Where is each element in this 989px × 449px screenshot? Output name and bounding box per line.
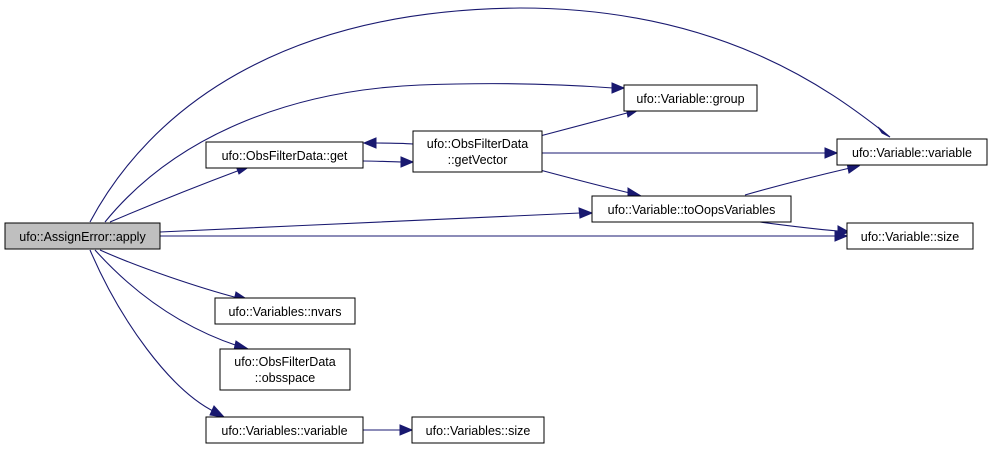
node-variable-group[interactable]: ufo::Variable::group xyxy=(623,84,758,112)
node-label: ufo::AssignError::apply xyxy=(19,230,146,244)
edge-getvector-to-get xyxy=(362,137,414,149)
edge-get-to-getvector xyxy=(362,156,415,168)
node-variable-tooopsvariables[interactable]: ufo::Variable::toOopsVariables xyxy=(591,195,792,223)
node-label: ufo::Variable::size xyxy=(861,230,959,244)
node-variables-nvars[interactable]: ufo::Variables::nvars xyxy=(214,297,356,325)
node-assignerror-apply[interactable]: ufo::AssignError::apply xyxy=(4,222,161,250)
node-label: ufo::Variable::variable xyxy=(852,146,972,160)
edge-getvector-to-to-oops-variables xyxy=(539,169,643,199)
node-label: ufo::Variables::nvars xyxy=(228,305,341,319)
node-label: ufo::Variable::toOopsVariables xyxy=(608,203,776,217)
edge-apply-to-variable-variable xyxy=(89,7,891,223)
node-variable-variable[interactable]: ufo::Variable::variable xyxy=(836,138,988,166)
node-label: ufo::Variables::variable xyxy=(221,424,347,438)
node-obsfilterdata-getvector[interactable]: ufo::ObsFilterData ::getVector xyxy=(412,130,543,173)
node-variable-size[interactable]: ufo::Variable::size xyxy=(846,222,974,250)
edge-apply-to-variable-group xyxy=(104,82,626,223)
edge-getvector-to-variable-variable xyxy=(542,147,839,159)
call-edges xyxy=(89,7,891,436)
function-nodes: ufo::AssignError::apply ufo::ObsFilterDa… xyxy=(4,84,988,444)
edge-apply-to-variables-variable xyxy=(89,249,226,418)
node-label: ufo::Variable::group xyxy=(636,92,744,106)
node-label-line-1: ufo::ObsFilterData xyxy=(234,355,335,369)
node-obsfilterdata-obsspace[interactable]: ufo::ObsFilterData ::obsspace xyxy=(219,348,351,391)
node-obsfilterdata-get[interactable]: ufo::ObsFilterData::get xyxy=(205,141,364,169)
node-label-line-2: ::getVector xyxy=(448,153,508,167)
node-variables-size[interactable]: ufo::Variables::size xyxy=(411,416,545,444)
node-label-line-2: ::obsspace xyxy=(255,371,316,385)
edge-apply-to-variables-nvars xyxy=(99,249,250,302)
edge-variables-variable-to-variables-size xyxy=(363,424,414,436)
node-label: ufo::Variables::size xyxy=(426,424,531,438)
edge-to-oops-to-variable-variable xyxy=(744,162,861,196)
edge-getvector-to-group xyxy=(539,106,640,137)
node-label-line-1: ufo::ObsFilterData xyxy=(427,137,528,151)
node-label: ufo::ObsFilterData::get xyxy=(222,149,348,163)
edge-to-oops-to-variable-size xyxy=(759,221,851,237)
edge-apply-to-variable-size xyxy=(160,230,849,242)
edge-apply-to-to-oops-variables xyxy=(159,207,594,233)
node-variables-variable[interactable]: ufo::Variables::variable xyxy=(205,416,364,444)
